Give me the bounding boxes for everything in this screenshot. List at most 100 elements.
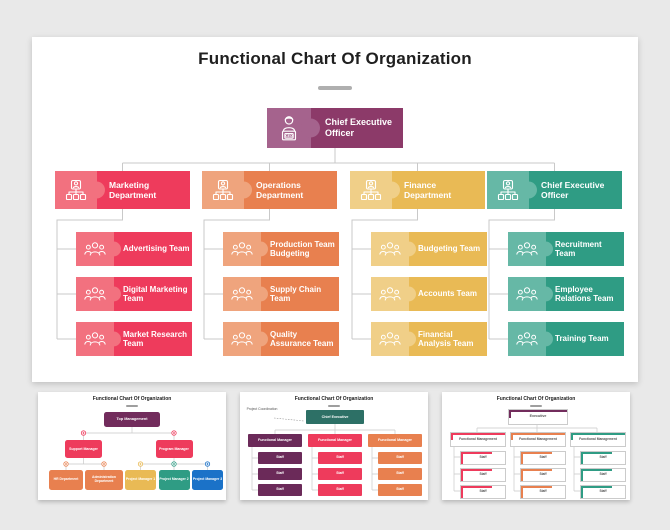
- team-label: Quality Assurance Team: [261, 322, 339, 356]
- node-staff: Staff: [520, 451, 566, 465]
- hierarchy-icon: [487, 171, 529, 209]
- team-label: Market Research Team: [114, 322, 192, 356]
- dept-label: Marketing Department: [97, 171, 190, 209]
- node-staff: Staff: [460, 451, 506, 465]
- team-label: Financial Analysis Team: [409, 322, 487, 356]
- node-label: Functional Management: [459, 436, 497, 441]
- hierarchy-icon: [55, 171, 97, 209]
- node-staff: Staff: [580, 485, 626, 499]
- node-label: Staff: [599, 455, 607, 460]
- team-label: Accounts Team: [409, 277, 487, 311]
- node-top-management: Top Management: [104, 412, 160, 427]
- dept-label: Finance Department: [392, 171, 485, 209]
- team-label: Production Team Budgeting: [261, 232, 339, 266]
- team-node: Accounts Team: [371, 277, 487, 311]
- node-label: Functional Management: [579, 436, 617, 441]
- node-project-manager-3: Project Manager 3: [192, 470, 223, 490]
- node-staff: Staff: [580, 468, 626, 482]
- main-slide-preview: Functional Chart Of Organization Chief E…: [32, 37, 638, 382]
- thumbnail-slide-2[interactable]: Functional Chart Of Organization Project…: [240, 392, 428, 500]
- node-staff: Staff: [318, 452, 362, 464]
- node-label: Chief Executive Officer: [311, 108, 403, 148]
- node-chief-executive-officer: Chief Executive Officer: [267, 108, 403, 148]
- node-label: Staff: [599, 472, 607, 477]
- connector-lines: [63, 427, 211, 470]
- title-divider: [318, 86, 352, 90]
- thumb-title: Functional Chart Of Organization: [294, 396, 374, 402]
- node-program-manager: Program Manager: [155, 440, 193, 458]
- connector-lines: [56, 148, 555, 340]
- node-staff: Staff: [258, 484, 302, 496]
- team-people-icon: [223, 322, 261, 356]
- thumbnail-slide-1[interactable]: Functional Chart Of Organization Top Man…: [38, 392, 226, 500]
- node-staff: Staff: [580, 451, 626, 465]
- team-people-icon: [371, 232, 409, 266]
- hierarchy-icon: [202, 171, 244, 209]
- node-staff: Staff: [318, 468, 362, 480]
- team-node: Digital Marketing Team: [76, 277, 192, 311]
- node-label: Staff: [479, 455, 487, 460]
- node-executive: Executive: [508, 409, 568, 425]
- team-people-icon: [508, 277, 546, 311]
- team-node: Financial Analysis Team: [371, 322, 487, 356]
- team-label: Employee Relations Team: [546, 277, 624, 311]
- node-label: Functional Management: [519, 436, 557, 441]
- thumb-title: Functional Chart Of Organization: [496, 396, 576, 402]
- node-support-manager: Support Manager: [65, 440, 102, 458]
- node-label: Staff: [539, 489, 547, 494]
- team-node: Budgeting Team: [371, 232, 487, 266]
- team-people-icon: [371, 322, 409, 356]
- team-people-icon: [223, 232, 261, 266]
- connector-lines: [251, 417, 396, 491]
- node-staff: Staff: [520, 485, 566, 499]
- team-label: Recruitment Team: [546, 232, 624, 266]
- node-label: Executive: [529, 414, 547, 419]
- node-label: Staff: [539, 455, 547, 460]
- thumbnail-slide-3[interactable]: Functional Chart Of Organization Executi…: [442, 392, 630, 500]
- node-staff: Staff: [378, 468, 422, 480]
- thumb-title-divider: [530, 405, 542, 407]
- thumb-title: Functional Chart Of Organization: [92, 396, 172, 402]
- node-label: Staff: [479, 489, 487, 494]
- node-functional-management: Functional Management: [450, 432, 506, 447]
- connector-dots: [63, 430, 211, 467]
- team-label: Digital Marketing Team: [114, 277, 192, 311]
- node-staff: Staff: [460, 468, 506, 482]
- dept-label: Operations Department: [244, 171, 337, 209]
- team-label: Budgeting Team: [409, 232, 487, 266]
- node-functional-management: Functional Management: [510, 432, 566, 447]
- team-node: Production Team Budgeting: [223, 232, 339, 266]
- node-staff: Staff: [378, 452, 422, 464]
- team-people-icon: [508, 322, 546, 356]
- team-people-icon: [371, 277, 409, 311]
- team-node: Training Team: [508, 322, 624, 356]
- node-chief-executive: Chief Executive: [306, 410, 364, 424]
- node-staff: Staff: [258, 452, 302, 464]
- node-label: Staff: [539, 472, 547, 477]
- team-node: Recruitment Team: [508, 232, 624, 266]
- dept-operations: Operations Department: [202, 171, 337, 209]
- team-people-icon: [76, 232, 114, 266]
- slide-title: Functional Chart Of Organization: [198, 49, 472, 68]
- node-functional-management: Functional Management: [570, 432, 626, 447]
- team-node: Market Research Team: [76, 322, 192, 356]
- dept-finance: Finance Department: [350, 171, 485, 209]
- node-administration-department: Administration Department: [85, 470, 123, 490]
- team-people-icon: [508, 232, 546, 266]
- dept-marketing: Marketing Department: [55, 171, 190, 209]
- node-staff: Staff: [318, 484, 362, 496]
- node-functional-manager: Functional Manager: [308, 434, 362, 447]
- node-staff: Staff: [258, 468, 302, 480]
- thumb-title-divider: [328, 405, 340, 407]
- team-label: Supply Chain Team: [261, 277, 339, 311]
- team-label: Training Team: [546, 322, 624, 356]
- connector-lines: [453, 423, 598, 492]
- node-functional-manager: Functional Manager: [368, 434, 422, 447]
- node-label: Staff: [599, 489, 607, 494]
- node-functional-manager: Functional Manager: [248, 434, 302, 447]
- node-hr-department: HR Department: [49, 470, 83, 490]
- team-label: Advertising Team: [114, 232, 192, 266]
- team-people-icon: [76, 277, 114, 311]
- team-node: Supply Chain Team: [223, 277, 339, 311]
